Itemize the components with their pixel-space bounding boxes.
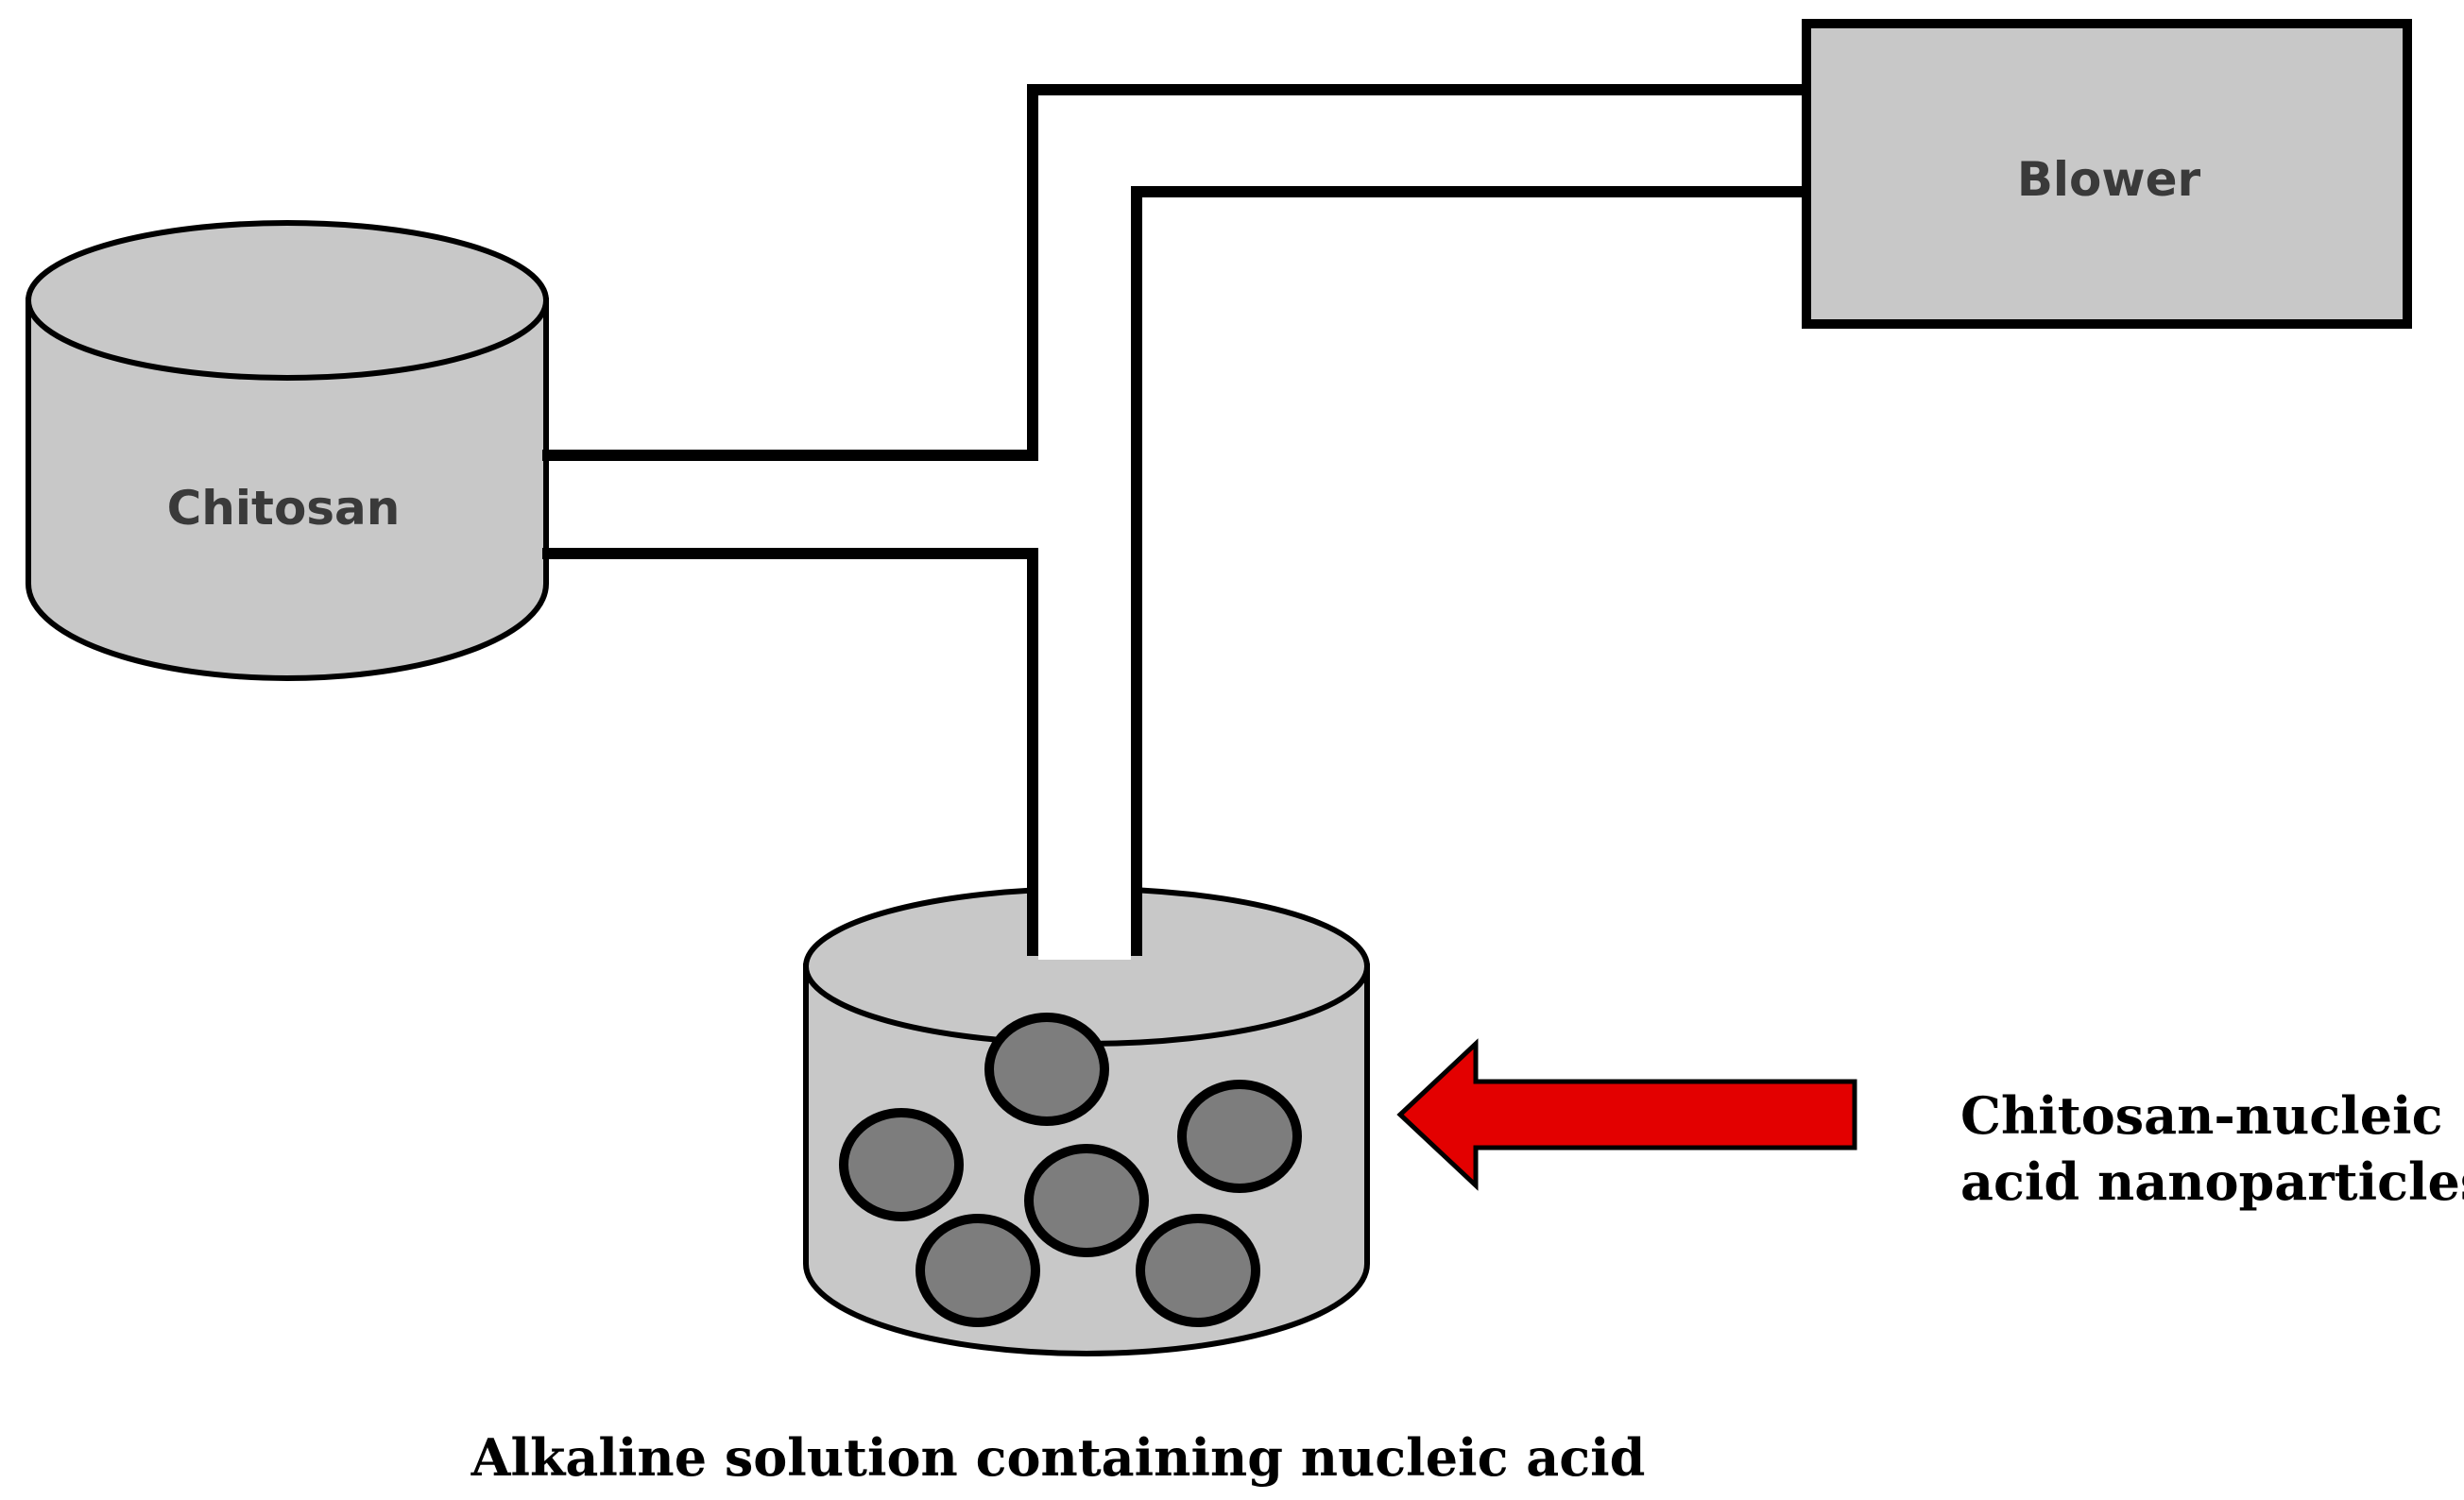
pipe-inner-wall-right xyxy=(1131,186,1806,956)
pipe-network xyxy=(542,84,1806,956)
pipe-inner-wall-left xyxy=(542,548,1038,956)
nanoparticle xyxy=(915,1214,1040,1327)
chitosan-tank-body xyxy=(26,298,549,681)
blower-label: Blower xyxy=(2017,152,2201,207)
vessel-caption: Alkaline solution containing nucleic aci… xyxy=(471,1427,1646,1488)
pipe-outer-wall xyxy=(542,84,1806,461)
nanoparticle xyxy=(839,1108,964,1221)
nanoparticle xyxy=(1136,1214,1260,1327)
chitosan-label: Chitosan xyxy=(167,481,401,536)
nanoparticles xyxy=(839,1013,1302,1327)
nanoparticle xyxy=(984,1013,1109,1126)
blower-unit: Blower xyxy=(1802,19,2412,329)
nanoparticles-label-line1: Chitosan-nucleic xyxy=(1960,1085,2442,1146)
pipe-outlet xyxy=(1038,878,1131,960)
chitosan-tank: Chitosan xyxy=(26,220,549,681)
nanoparticle xyxy=(1024,1144,1149,1257)
chitosan-tank-top xyxy=(26,220,549,381)
nanoparticle xyxy=(1177,1080,1302,1193)
blower-box xyxy=(1802,19,2412,329)
pointer-arrow xyxy=(1396,1038,1857,1191)
nanoparticles-label-line2: acid nanoparticles xyxy=(1960,1151,2464,1212)
